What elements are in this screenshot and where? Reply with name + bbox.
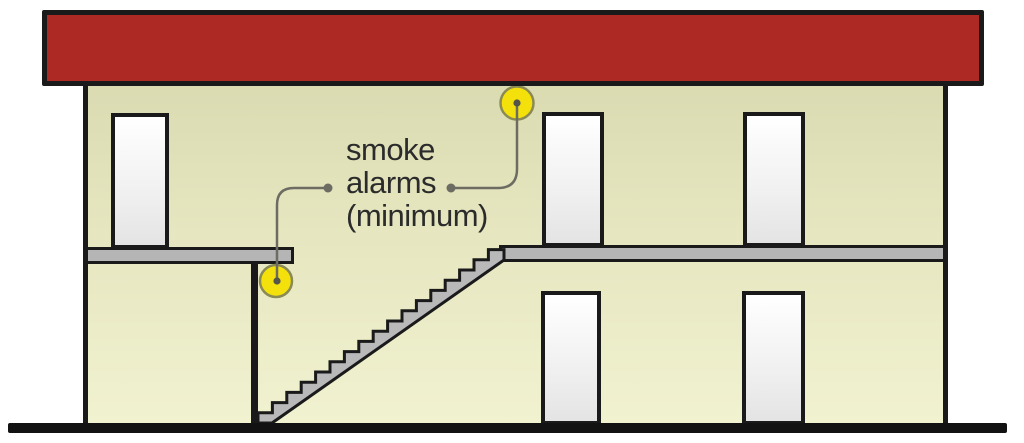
ground-line bbox=[8, 423, 1007, 433]
label-line-3: (minimum) bbox=[346, 198, 488, 233]
floor-slab-right bbox=[499, 245, 946, 262]
label-line-2: alarms bbox=[346, 165, 437, 200]
door-lower-right bbox=[742, 291, 805, 425]
floor-slab-left bbox=[85, 247, 294, 264]
door-lower-left bbox=[541, 291, 601, 425]
interior-wall bbox=[251, 261, 258, 424]
label-line-1: smoke bbox=[346, 132, 435, 167]
roof bbox=[42, 10, 984, 86]
smoke-alarms-label: smoke alarms (minimum) bbox=[346, 133, 488, 232]
window-upper-left bbox=[111, 113, 169, 249]
window-upper-middle bbox=[542, 112, 604, 247]
window-upper-right bbox=[743, 112, 805, 247]
